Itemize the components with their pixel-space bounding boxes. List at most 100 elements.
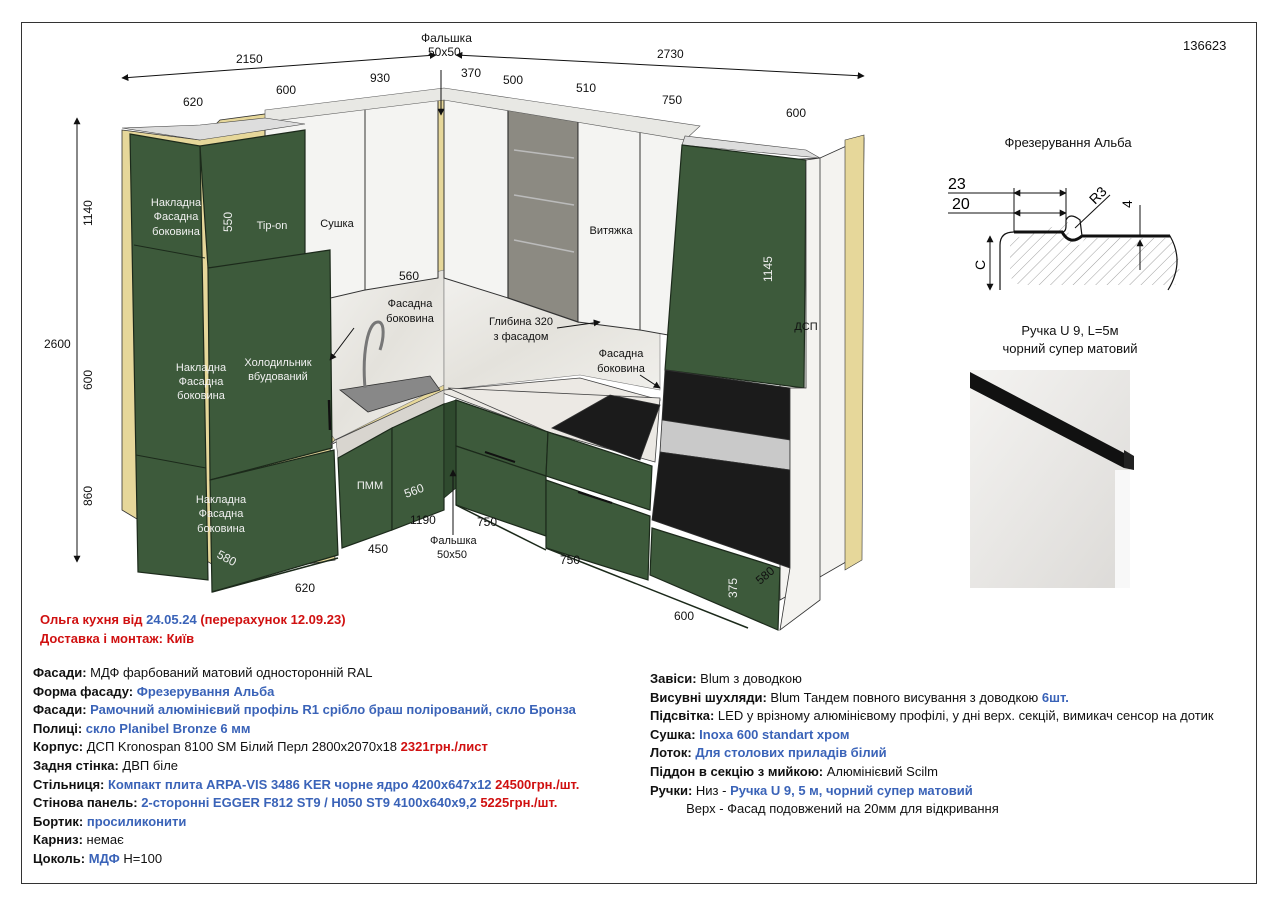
spec-label: Бортик: bbox=[33, 813, 84, 829]
spec-value: просиликонити bbox=[83, 813, 187, 829]
profile-detail: 23 20 R3 4 C bbox=[948, 176, 1180, 291]
dim-750-top: 750 bbox=[662, 93, 682, 107]
spec-label: Стільниця: bbox=[33, 776, 105, 792]
label-nakladna-3-l2: Фасадна bbox=[199, 508, 245, 520]
dim-bottom-falshka-size: 50x50 bbox=[437, 549, 467, 561]
dim-930: 930 bbox=[370, 71, 390, 85]
label-sushka: Сушка bbox=[320, 218, 354, 230]
left-tall-top-door bbox=[199, 129, 306, 269]
profile-dim-c: C bbox=[972, 260, 988, 270]
label-fasadna-right-l1: Фасадна bbox=[599, 348, 645, 360]
spec-label: Фасади: bbox=[33, 702, 87, 718]
spec-left: Фасади: МДФ фарбований матовий односторо… bbox=[33, 664, 579, 869]
label-nakladna-2-l3: боковина bbox=[177, 390, 226, 402]
spec-label: Сушка: bbox=[650, 726, 696, 742]
dim-620-top: 620 bbox=[183, 95, 203, 109]
spec-row: Бортик: просиликонити bbox=[33, 813, 579, 832]
spec-value: Фрезерування Альба bbox=[133, 683, 275, 699]
dim-bottom-falshka: Фальшка bbox=[430, 535, 478, 547]
dim-line-left-total bbox=[121, 51, 437, 82]
order-line-1: Ольга кухня від 24.05.24 (перерахунок 12… bbox=[40, 612, 346, 627]
sink bbox=[339, 375, 441, 413]
left-tall-side-panel bbox=[129, 133, 209, 581]
dim-1190: 1190 bbox=[410, 513, 436, 527]
spec-label: Корпус: bbox=[33, 739, 84, 755]
spec-row: Висувні шухляди: Blum Тандем повного вис… bbox=[650, 689, 1214, 708]
spec-row: Стільниця: Компакт плита ARPA-VIS 3486 K… bbox=[33, 776, 579, 795]
spec-value: 24500грн./шт. bbox=[495, 776, 580, 792]
spec-value: немає bbox=[82, 832, 124, 848]
label-fasadna-left-l1: Фасадна bbox=[388, 298, 434, 310]
dim-375: 375 bbox=[726, 578, 740, 598]
drawing-frame bbox=[21, 22, 1257, 884]
spec-value: Blum з доводкою bbox=[696, 671, 802, 686]
spec-value: Для столових приладів білий bbox=[691, 745, 887, 761]
dim-1140: 1140 bbox=[81, 200, 95, 226]
cooktop bbox=[551, 394, 661, 461]
dim-600-height: 600 bbox=[81, 370, 95, 390]
spec-value: Blum Тандем повного висування з доводкою bbox=[766, 689, 1042, 705]
spec-value: Компакт плита ARPA-VIS 3486 KER чорне яд… bbox=[104, 776, 496, 792]
spec-label: Висувні шухляди: bbox=[650, 689, 767, 705]
spec-value: Inoxa 600 standart хром bbox=[695, 726, 850, 742]
dim-top-falshka: Фальшка bbox=[421, 31, 472, 45]
spec-row: Корпус: ДСП Kronospan 8100 SM Білий Перл… bbox=[33, 738, 579, 757]
spec-row: Завіси: Blum з доводкою bbox=[650, 670, 1214, 689]
dim-510: 510 bbox=[576, 81, 596, 95]
spec-row: Фасади: Рамочний алюмінієвий профіль R1 … bbox=[33, 701, 579, 720]
label-nakladna-1-l1: Накладна bbox=[151, 197, 202, 209]
label-vytyazhka: Витяжка bbox=[589, 225, 633, 237]
faucet bbox=[362, 320, 385, 389]
spec-row: Задня стінка: ДВП біле bbox=[33, 757, 579, 776]
dim-600-right: 600 bbox=[786, 106, 806, 120]
label-tipon: Tip-on bbox=[257, 220, 288, 232]
right-tall-upper-door bbox=[664, 144, 807, 389]
spec-label: Лоток: bbox=[650, 745, 692, 761]
label-nakladna-2-l1: Накладна bbox=[176, 362, 227, 374]
spec-value: ДВП біле bbox=[118, 757, 179, 773]
spec-row: Фасади: МДФ фарбований матовий односторо… bbox=[33, 664, 579, 683]
label-fasadna-right-l2: боковина bbox=[597, 363, 646, 375]
spec-row: Полиці: скло Planibel Bronze 6 мм bbox=[33, 720, 579, 739]
spec-value: 2-сторонні EGGER F812 ST9 / H050 ST9 410… bbox=[137, 795, 481, 811]
order-line-2: Доставка і монтаж: Київ bbox=[40, 630, 195, 646]
spec-row: Лоток: Для столових приладів білий bbox=[650, 744, 1214, 763]
spec-value: МДФ bbox=[85, 850, 120, 866]
dim-500: 500 bbox=[503, 73, 523, 87]
label-dsp: ДСП bbox=[794, 321, 817, 333]
spec-label: Ручки: bbox=[650, 782, 693, 798]
dim-860: 860 bbox=[81, 486, 95, 506]
dim-600-top: 600 bbox=[276, 83, 296, 97]
dim-right-total: 2730 bbox=[657, 47, 684, 61]
label-fasadna-left-l2: боковина bbox=[386, 313, 435, 325]
label-nakladna-2-l2: Фасадна bbox=[179, 376, 225, 388]
spec-value: H=100 bbox=[119, 850, 163, 866]
label-nakladna-3-l1: Накладна bbox=[196, 494, 247, 506]
spec-label: Форма фасаду: bbox=[33, 683, 134, 699]
spec-value: 6шт. bbox=[1041, 689, 1069, 705]
dim-370: 370 bbox=[461, 66, 481, 80]
dim-620-bottom: 620 bbox=[295, 581, 315, 595]
dim-560-lower: 560 bbox=[402, 481, 426, 501]
spec-row: Ручки: Низ - Ручка U 9, 5 м, чорний супе… bbox=[650, 782, 1214, 801]
spec-value: Алюмінієвий Scilm bbox=[823, 763, 938, 779]
dim-left-total: 2150 bbox=[236, 52, 263, 66]
dim-1145: 1145 bbox=[761, 256, 775, 282]
spec-value: скло Planibel Bronze 6 мм bbox=[82, 720, 251, 736]
dim-450: 450 bbox=[368, 542, 388, 556]
profile-dim-r3: R3 bbox=[1086, 183, 1110, 207]
pmm-door-right bbox=[391, 403, 445, 531]
profile-title: Фрезерування Альба bbox=[1004, 135, 1132, 150]
upper-door-vytyazhka-left bbox=[577, 117, 641, 331]
label-fridge-l2: вбудований bbox=[248, 371, 308, 383]
fridge-door bbox=[207, 249, 333, 481]
profile-dim-23: 23 bbox=[948, 176, 966, 193]
spec-value: Верх - Фасад подовжений на 20мм для відк… bbox=[650, 801, 999, 817]
spec-row: Сушка: Inoxa 600 standart хром bbox=[650, 726, 1214, 745]
spec-label: Полиці: bbox=[33, 720, 83, 736]
profile-dim-4: 4 bbox=[1119, 200, 1135, 208]
spec-row: Цоколь: МДФ H=100 bbox=[33, 850, 579, 869]
spec-value: Ручка U 9, 5 м, чорний супер матовий bbox=[730, 782, 973, 798]
spec-label: Підсвітка: bbox=[650, 708, 715, 724]
